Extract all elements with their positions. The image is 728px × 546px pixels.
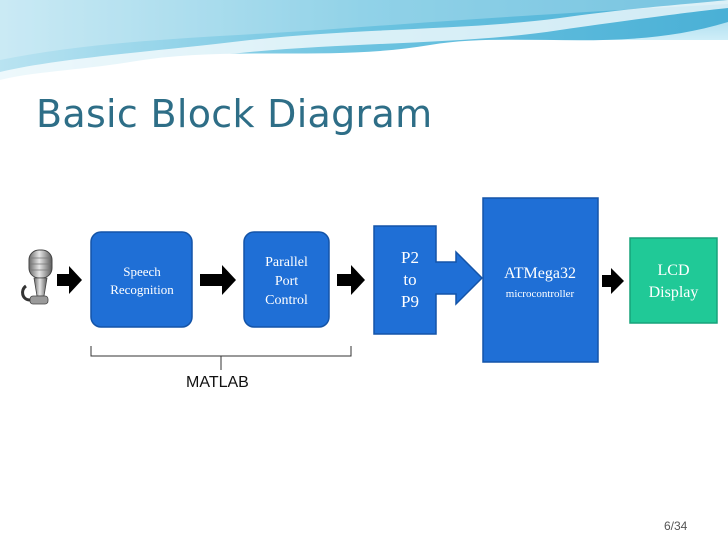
atmega32-label-line-1: ATMega32 [504,265,576,282]
parallel-port-control-block: Parallel Port Control [243,231,330,328]
atmega32-label-line-2: microcontroller [506,288,575,300]
matlab-group-label: MATLAB [186,374,249,391]
matlab-group-bracket [90,346,352,370]
parallel-port-control-label-line-1: Parallel [265,255,308,270]
arrow-parallel-port-to-p2-p9 [337,265,365,295]
speech-recognition-label-line-1: Speech [123,264,161,279]
speech-recognition-box [90,231,193,328]
page-number: 6/34 [664,519,688,533]
parallel-port-control-label-line-3: Control [265,293,308,308]
header-wave-light [0,0,728,60]
slide-title: Basic Block Diagram [36,92,433,136]
microphone-stem [33,277,48,297]
lcd-display-label-line-1: LCD [658,262,690,279]
lcd-display-block: LCD Display [629,237,718,324]
atmega32-block: ATMega32 microcontroller [482,197,599,363]
p2-to-p9-label-line-3: P9 [401,292,419,311]
p2-to-p9-label-line-1: P2 [401,248,419,267]
parallel-port-control-label-line-2: Port [275,274,298,289]
header-wave-decoration [0,0,728,84]
parallel-port-control-box [243,231,330,328]
microphone-cable [21,284,31,302]
microphone-base [29,295,49,305]
p2-to-p9-label-line-2: to [403,270,416,289]
lcd-display-box [629,237,718,324]
p2-to-p9-block: P2 to P9 [373,225,484,335]
lcd-display-label-line-2: Display [649,284,699,301]
arrow-microphone-to-speech-recognition [57,266,82,294]
header-wave-highlight [0,0,728,84]
speech-recognition-block: Speech Recognition [90,231,193,328]
speech-recognition-label-line-2: Recognition [110,282,174,297]
arrow-speech-recognition-to-parallel-port [200,265,236,295]
microphone-icon [21,249,53,305]
atmega32-box [482,197,599,363]
p2-to-p9-shape [373,225,484,335]
arrow-atmega32-to-lcd [602,268,624,294]
